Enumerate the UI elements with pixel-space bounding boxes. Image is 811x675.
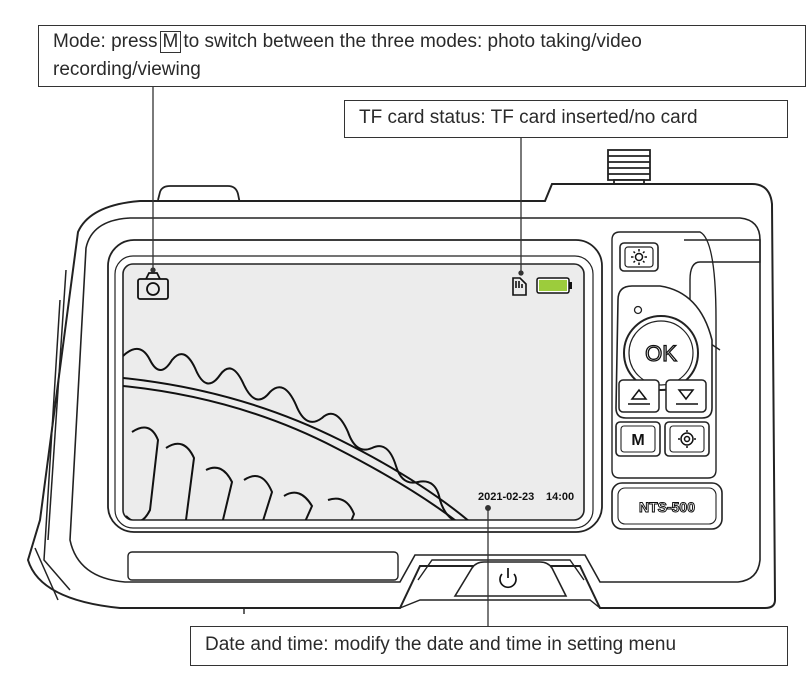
left-grip: [34, 269, 71, 601]
gear-drawing: [123, 348, 471, 520]
power-housing: [417, 559, 585, 581]
screen: [122, 263, 585, 521]
battery-icon: [536, 277, 572, 294]
settings-button[interactable]: [664, 421, 710, 457]
status-led: [633, 305, 643, 315]
control-panel-outline: [611, 231, 717, 479]
tf-card-callout: TF card status: TF card inserted/no card: [344, 100, 788, 138]
sd-card-icon: [512, 277, 527, 296]
m-label: M: [631, 432, 644, 449]
ok-button[interactable]: OK: [623, 315, 699, 391]
power-icon: [499, 568, 517, 589]
screen-time: 14:00: [546, 491, 574, 503]
camera-icon: [137, 272, 169, 300]
mode-callout-suffix: to switch between the three modes: photo…: [53, 31, 642, 80]
gear-icon: [678, 430, 696, 448]
down-button[interactable]: [665, 379, 707, 413]
date-time-callout: Date and time: modify the date and time …: [190, 626, 788, 666]
power-button[interactable]: [453, 561, 568, 597]
date-time-callout-text: Date and time: modify the date and time …: [205, 634, 677, 655]
screen-date: 2021-02-23: [478, 491, 534, 503]
model-label: NTS-500: [639, 499, 695, 515]
brightness-icon: [631, 249, 647, 265]
up-button[interactable]: [618, 379, 660, 413]
lower-vent: [127, 551, 399, 581]
mode-m-button[interactable]: M: [615, 421, 661, 457]
ok-label: OK: [645, 341, 677, 366]
model-plate: NTS-500: [611, 482, 723, 530]
bottom-rim: [399, 599, 601, 609]
top-bump: [157, 185, 241, 205]
triangle-up-icon: [628, 388, 650, 405]
mode-callout-prefix: Mode: press: [53, 31, 158, 52]
m-key-label: M: [159, 31, 182, 53]
tf-card-callout-text: TF card status: TF card inserted/no card: [359, 107, 698, 128]
triangle-down-icon: [676, 389, 698, 405]
leader-lines: [150, 86, 524, 626]
light-button[interactable]: [619, 242, 659, 272]
